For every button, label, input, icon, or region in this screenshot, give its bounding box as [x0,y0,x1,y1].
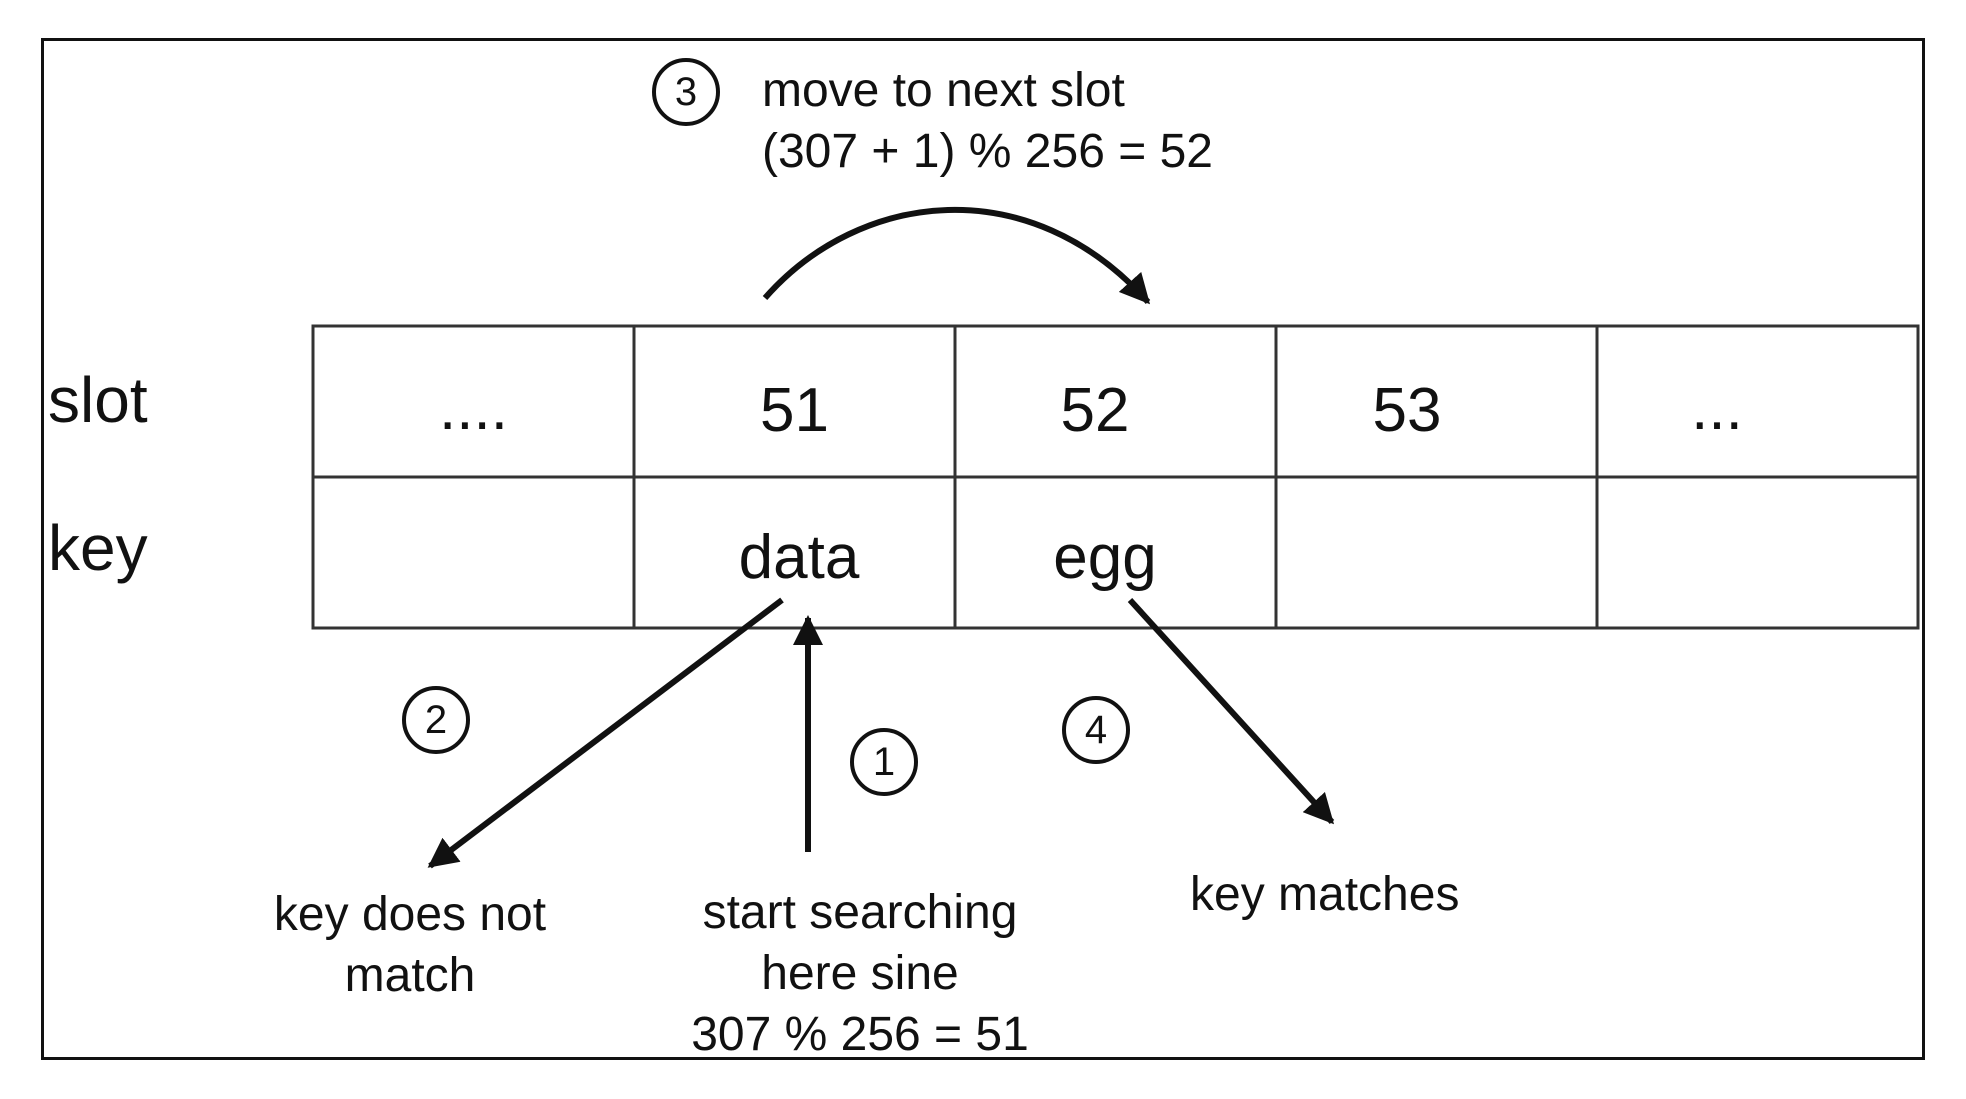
step-4-text: key matches [1190,864,1459,925]
row-label-key: key [48,512,148,584]
slot-cell: 53 [1372,376,1442,445]
step-3-line: (307 + 1) % 256 = 52 [762,125,1213,178]
arrow-key-does-not-match [427,597,784,869]
diagram-frame [41,38,1925,1060]
step-1-text: start searching here sine 307 % 256 = 51 [660,882,1060,1065]
slot-cell: .... [439,374,508,443]
step-number-badge: 2 [402,686,470,754]
step-1-line: 307 % 256 = 51 [691,1008,1029,1061]
step-number-badge: 4 [1062,696,1130,764]
step-2-line: match [344,949,476,1002]
slot-cell: ... [1691,374,1743,443]
step-2-text: key does not match [240,884,580,1006]
key-cell: data [738,523,860,592]
step-number-badge: 1 [850,728,918,796]
key-cell: egg [1053,523,1157,592]
step-3-line: move to next slot [762,64,1125,117]
slot-cell: 51 [760,376,829,445]
arrow-move-to-next-slot [762,206,1151,305]
step-1-line: here sine [761,947,959,1000]
step-1-line: start searching [702,886,1018,939]
step-2-line: key does not [273,888,547,941]
slot-cell: 52 [1060,376,1130,445]
row-label-slot: slot [48,364,148,436]
arrow-key-matches [1127,597,1335,825]
step-number-badge: 3 [652,58,720,126]
step-4-line: key matches [1190,868,1460,921]
step-3-text: move to next slot (307 + 1) % 256 = 52 [762,60,1213,182]
